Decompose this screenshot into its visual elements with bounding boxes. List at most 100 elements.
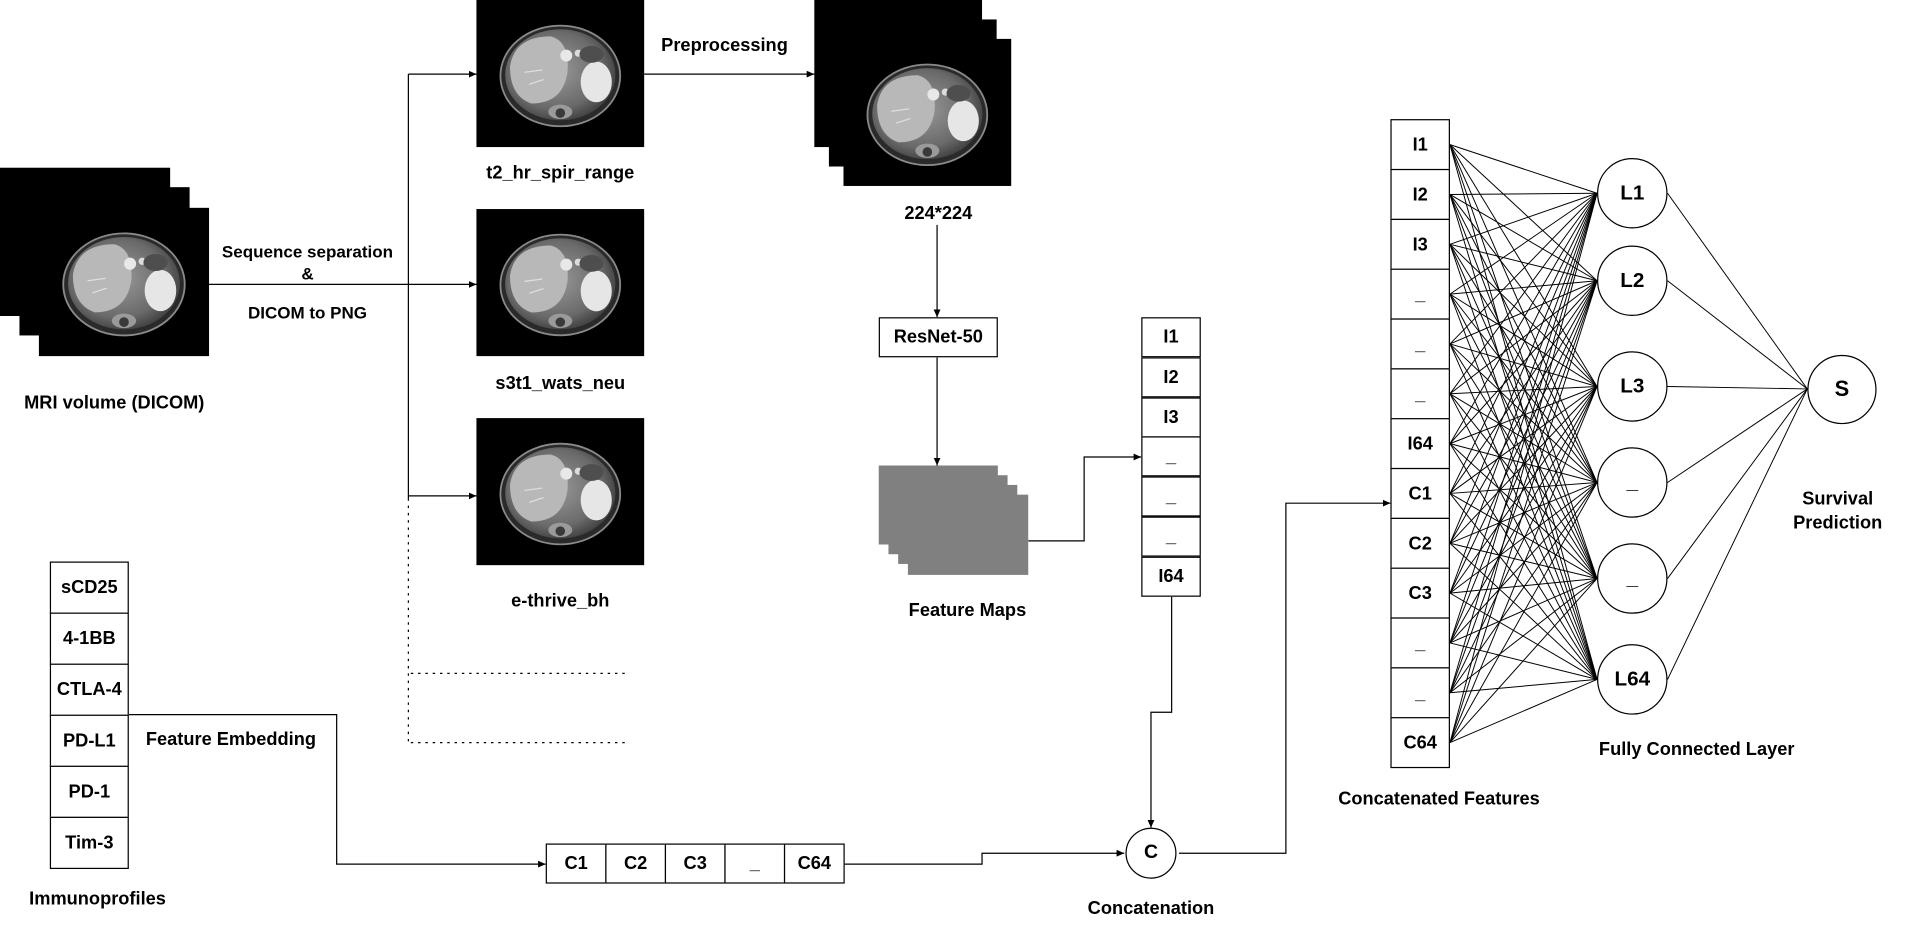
fc-connection bbox=[1449, 280, 1598, 594]
fc-connection bbox=[1449, 193, 1598, 494]
survival-label-line1: Survival bbox=[1802, 488, 1874, 510]
immunoprofile-cell: PD-1 bbox=[49, 765, 129, 818]
preprocessing-label: Preprocessing bbox=[661, 35, 788, 56]
fc-connection bbox=[1449, 280, 1598, 295]
fc-connection bbox=[1449, 343, 1598, 483]
concatenated-feature-cell: I64 bbox=[1390, 418, 1450, 470]
fc-connection bbox=[1449, 393, 1598, 680]
fc-node: L3 bbox=[1597, 351, 1668, 422]
fc-node: _ bbox=[1597, 447, 1668, 518]
fc-connection bbox=[1449, 194, 1598, 387]
concatenated-feature-cell: _ bbox=[1390, 368, 1450, 420]
immunoprofile-cell: PD-L1 bbox=[49, 714, 129, 767]
fc-connection bbox=[1449, 482, 1598, 594]
survival-node: S bbox=[1807, 354, 1877, 425]
sequence-label-t2: t2_hr_spir_range bbox=[486, 162, 635, 184]
fc-connection bbox=[1449, 280, 1598, 395]
clinical-feature-cell: _ bbox=[724, 843, 786, 884]
sequence-image-s3t1 bbox=[476, 209, 645, 357]
concatenated-feature-cell: _ bbox=[1390, 318, 1450, 370]
image-feature-cell: I64 bbox=[1141, 556, 1201, 597]
image-feature-cell: _ bbox=[1141, 516, 1201, 557]
fc-connection bbox=[1449, 280, 1598, 544]
fully-connected-label: Fully Connected Layer bbox=[1598, 738, 1795, 760]
mri-slice-icon bbox=[499, 233, 622, 337]
sequence-label-s3t1: s3t1_wats_neu bbox=[495, 373, 626, 394]
fc-connection bbox=[1449, 144, 1598, 194]
fc-connection bbox=[1449, 144, 1598, 483]
fc-connection bbox=[1449, 443, 1598, 680]
image-feature-cell: I2 bbox=[1141, 357, 1201, 398]
fc-connection bbox=[1449, 386, 1598, 693]
fc-connection bbox=[1449, 193, 1598, 644]
fc-connection bbox=[1449, 482, 1598, 644]
fc-connection bbox=[1449, 542, 1598, 580]
feature-embedding-label: Feature Embedding bbox=[145, 729, 317, 750]
feature-map bbox=[907, 494, 1029, 575]
fc-connection bbox=[1449, 144, 1598, 282]
dicom-to-png-label: DICOM to PNG bbox=[247, 302, 368, 323]
fc-connection bbox=[1449, 293, 1598, 483]
immunoprofile-cell: 4-1BB bbox=[49, 612, 129, 665]
fc-connection bbox=[1449, 386, 1598, 395]
fc-connection bbox=[1449, 386, 1598, 445]
concatenated-feature-cell: C2 bbox=[1390, 517, 1450, 569]
concatenation-label: Concatenation bbox=[1087, 898, 1215, 919]
fc-connection bbox=[1449, 193, 1598, 594]
fc-connection bbox=[1449, 493, 1598, 579]
fc-connection bbox=[1449, 244, 1598, 483]
concatenated-feature-cell: C64 bbox=[1390, 717, 1450, 769]
fc-connection bbox=[1449, 293, 1598, 387]
fc-connection bbox=[1449, 542, 1598, 680]
fc-connection bbox=[1449, 192, 1598, 195]
clinical-feature-cell: C1 bbox=[545, 843, 607, 884]
fc-connection bbox=[1449, 193, 1598, 743]
image-feature-cell: _ bbox=[1141, 476, 1201, 517]
concatenated-feature-cell: I3 bbox=[1390, 218, 1450, 270]
concatenated-feature-cell: _ bbox=[1390, 268, 1450, 320]
fc-connection bbox=[1449, 243, 1598, 387]
fc-connection bbox=[1449, 578, 1598, 694]
fc-connection bbox=[1449, 386, 1598, 494]
output-connection bbox=[1667, 388, 1808, 483]
fc-connection bbox=[1449, 482, 1598, 694]
image-feature-cell: _ bbox=[1141, 436, 1201, 477]
fc-connection bbox=[1449, 280, 1598, 494]
fc-node: L64 bbox=[1597, 644, 1668, 715]
fc-connection bbox=[1449, 386, 1598, 743]
concatenated-feature-cell: C1 bbox=[1390, 467, 1450, 519]
fc-connection bbox=[1449, 280, 1598, 345]
resnet-box: ResNet-50 bbox=[878, 317, 998, 358]
fc-connection bbox=[1449, 144, 1598, 387]
mri-slice-icon bbox=[499, 442, 622, 546]
fc-node: L1 bbox=[1597, 158, 1668, 229]
fc-node: _ bbox=[1597, 543, 1668, 614]
clinical-feature-cell: C3 bbox=[664, 843, 726, 884]
output-connection bbox=[1667, 192, 1808, 390]
fc-connection bbox=[1449, 194, 1598, 282]
output-connection bbox=[1667, 388, 1808, 680]
fc-connection bbox=[1449, 280, 1598, 444]
fc-connection bbox=[1449, 193, 1598, 693]
output-connection bbox=[1667, 280, 1808, 390]
feature-maps-label: Feature Maps bbox=[908, 600, 1027, 622]
fc-connection bbox=[1449, 192, 1598, 245]
fc-connection bbox=[1449, 493, 1598, 680]
fc-connection bbox=[1449, 578, 1598, 743]
fc-connection bbox=[1449, 678, 1598, 744]
mri-volume-label: MRI volume (DICOM) bbox=[24, 392, 205, 414]
mri-slice-icon bbox=[499, 24, 622, 128]
image-feature-cell: I3 bbox=[1141, 396, 1201, 438]
concatenated-features-label: Concatenated Features bbox=[1338, 788, 1540, 810]
fc-connection bbox=[1449, 678, 1598, 694]
fc-connection bbox=[1449, 280, 1598, 644]
concatenation-node: C bbox=[1125, 827, 1177, 879]
fc-connection bbox=[1449, 386, 1598, 594]
mri-volume-slice-front bbox=[38, 207, 210, 357]
fc-connection bbox=[1449, 343, 1598, 387]
mri-slice-icon bbox=[62, 232, 186, 337]
clinical-feature-cell: C2 bbox=[605, 843, 667, 884]
sequence-image-t2 bbox=[476, 0, 645, 148]
fc-connection bbox=[1449, 482, 1598, 743]
